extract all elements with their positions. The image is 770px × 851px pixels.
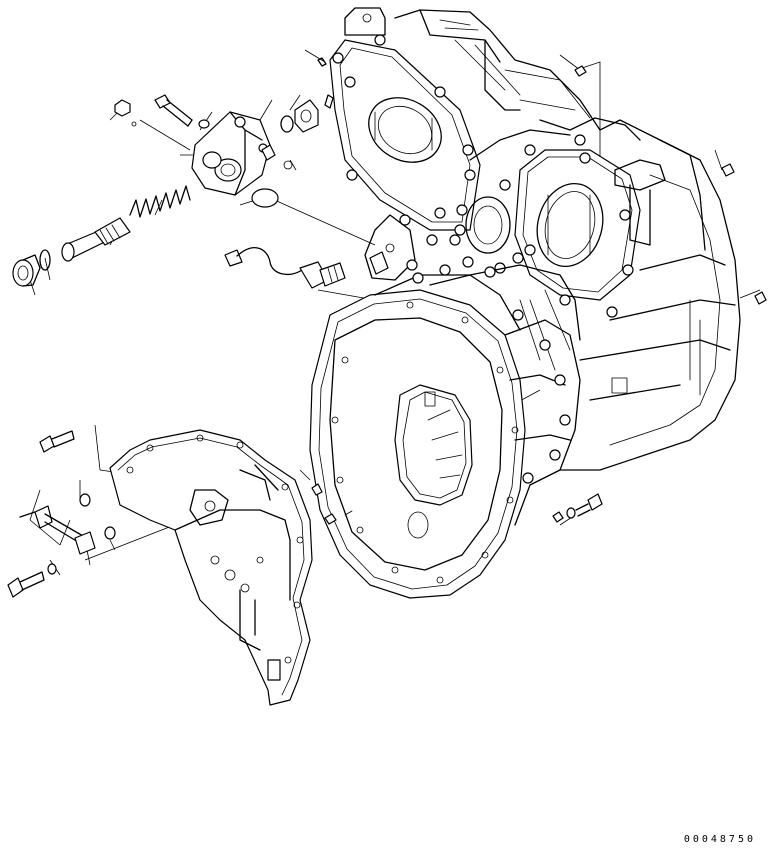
housing-sensor: [369, 251, 389, 275]
transmission-upper-housing: [329, 7, 741, 471]
right-fasteners: [311, 65, 767, 525]
flange-bolts: [332, 34, 476, 236]
lower-cover-plate: [109, 429, 313, 706]
front-flange-holes: [331, 301, 519, 584]
speed-sensor: [224, 247, 346, 289]
drawing-number: 00048750: [683, 834, 756, 845]
valve-assembly: [12, 57, 334, 287]
cover-holes: [126, 434, 304, 664]
front-converter-housing: [309, 264, 581, 599]
right-flange-bolts: [499, 134, 634, 318]
lower-left-fasteners: [7, 430, 116, 598]
housing-bolts: [412, 264, 571, 484]
